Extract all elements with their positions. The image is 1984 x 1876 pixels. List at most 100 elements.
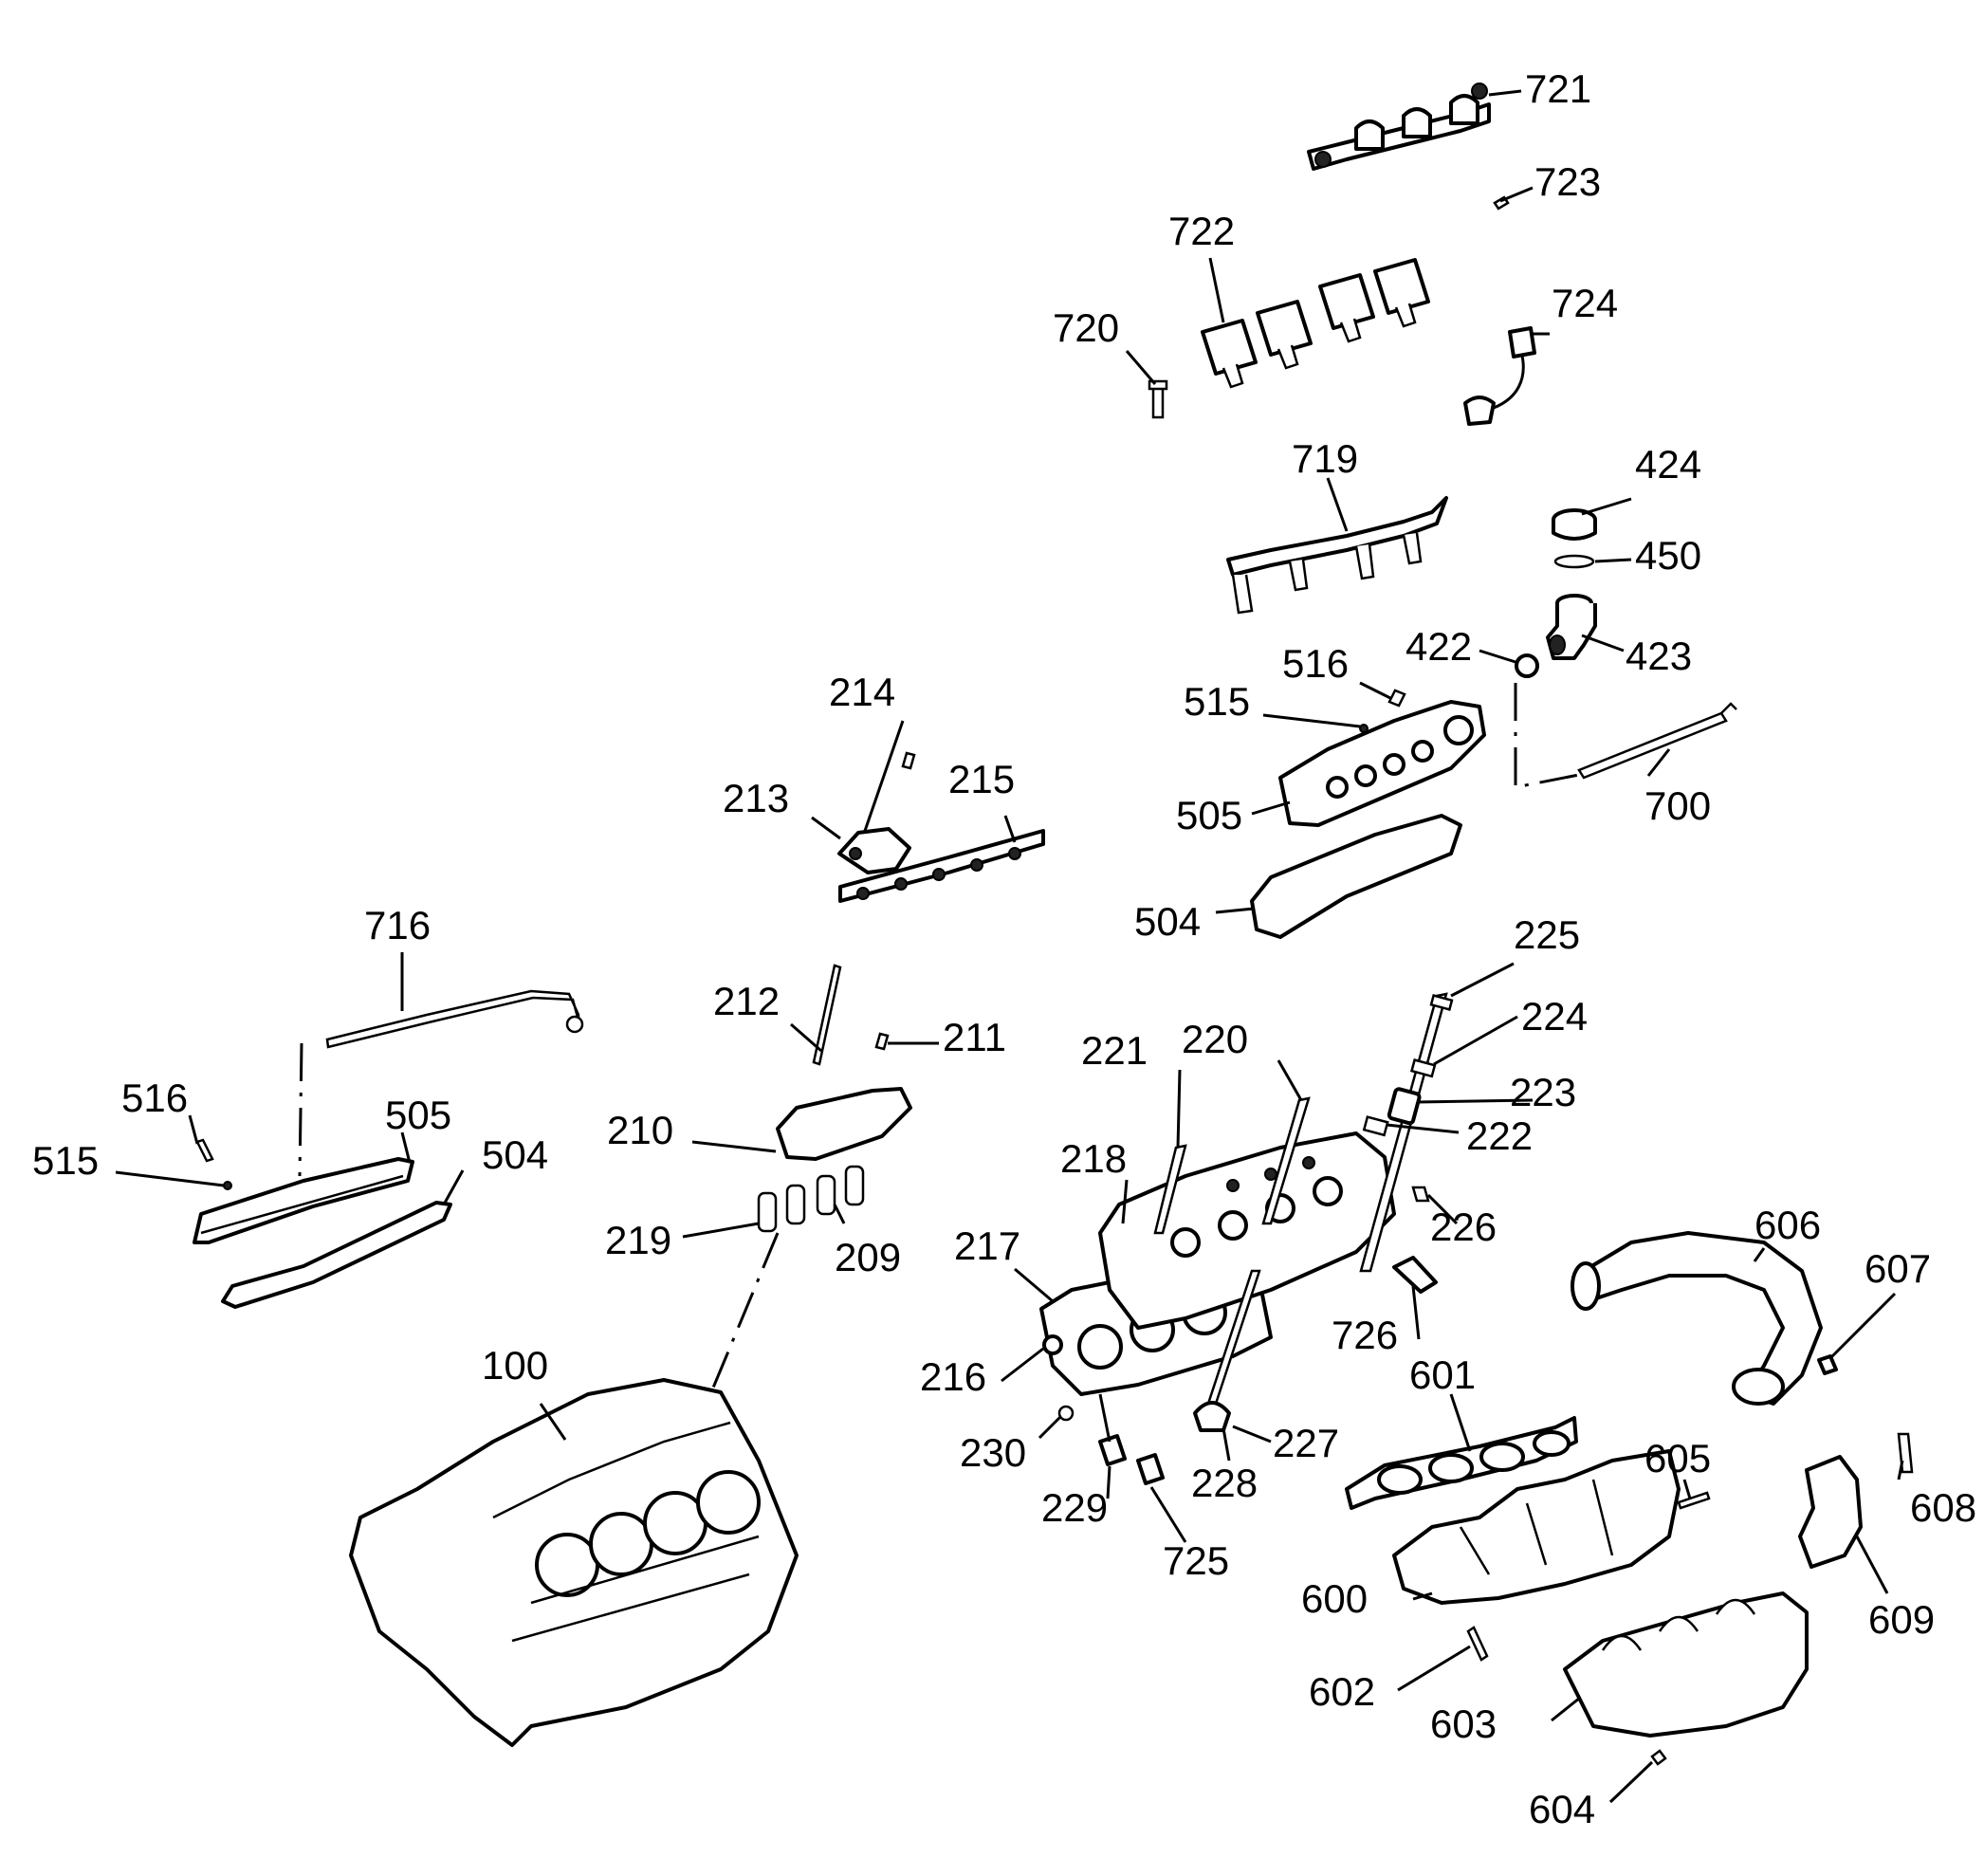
left-vent-tube-part: [298, 989, 584, 1177]
exhaust-manifold-part: [1392, 1449, 1681, 1605]
exhaust-pipe-part: [1571, 1231, 1823, 1406]
manifold-bolt-part: [1466, 1626, 1489, 1662]
sensor-lead-part: [1463, 326, 1536, 426]
callout-216: 216: [920, 1354, 986, 1399]
left-valve-cover-part: [193, 1157, 414, 1244]
callout-220: 220: [1182, 1017, 1248, 1061]
callout-221: 221: [1081, 1028, 1148, 1073]
temp-sensor-part: [1392, 1256, 1438, 1294]
oil-cap-seal-part: [1553, 554, 1595, 569]
callout-100: 100: [482, 1343, 548, 1388]
o-ring-part: [1515, 653, 1539, 678]
callout-226: 226: [1430, 1205, 1497, 1249]
alignment-line-left: [1098, 1393, 1111, 1443]
callout-225: 225: [1514, 912, 1580, 957]
bracket-bolt-part: [1148, 379, 1168, 419]
left-cover-washer-part: [223, 1181, 232, 1190]
callout-217: 217: [954, 1223, 1020, 1268]
rocker-support-part: [838, 829, 1045, 903]
exhaust-gasket-part: [1345, 1416, 1578, 1510]
callout-219: 219: [605, 1218, 671, 1262]
ignition-coil-harness-part: [1307, 83, 1491, 171]
right-cover-gasket-part: [1250, 814, 1462, 939]
callout-609: 609: [1868, 1597, 1935, 1642]
callout-604: 604: [1529, 1787, 1595, 1831]
vent-tube-part: [1514, 683, 1737, 789]
right-cover-bolt-part: [1387, 689, 1406, 708]
callout-722: 722: [1168, 209, 1235, 253]
callout-720: 720: [1053, 305, 1119, 350]
callout-516-left: 516: [121, 1076, 188, 1120]
callout-602: 602: [1309, 1669, 1375, 1714]
callout-721: 721: [1525, 66, 1591, 111]
head-plug-part: [1098, 1434, 1127, 1466]
callout-224: 224: [1521, 994, 1588, 1039]
callout-515-right: 515: [1184, 679, 1250, 724]
callout-212: 212: [713, 979, 780, 1023]
callout-607: 607: [1865, 1246, 1931, 1291]
guide-bolt-part: [874, 1032, 890, 1051]
callout-606: 606: [1754, 1203, 1821, 1247]
leader-lines: [115, 89, 1904, 1804]
callout-222: 222: [1466, 1113, 1533, 1158]
coil-bracket-part: [1226, 496, 1448, 615]
callout-227: 227: [1273, 1421, 1339, 1465]
oil-fill-tube-part: [1546, 594, 1597, 660]
callout-228: 228: [1191, 1461, 1258, 1505]
callout-726: 726: [1332, 1313, 1398, 1357]
callout-515-left: 515: [32, 1138, 99, 1183]
callout-209: 209: [835, 1235, 901, 1279]
callout-600: 600: [1301, 1576, 1368, 1621]
callout-230: 230: [960, 1430, 1026, 1475]
callout-229: 229: [1041, 1485, 1108, 1530]
callout-603: 603: [1430, 1701, 1497, 1746]
callout-724: 724: [1552, 281, 1618, 325]
right-valve-cover-part: [1278, 700, 1486, 827]
head-bolt-short-part: [1153, 1144, 1187, 1235]
callout-450: 450: [1635, 533, 1701, 578]
exhaust-nut-part: [1817, 1354, 1838, 1375]
exhaust-heat-shield-part: [1563, 1591, 1809, 1738]
plug-part: [1057, 1405, 1075, 1422]
dowel-ring-part: [1042, 1334, 1063, 1355]
callout-504-right: 504: [1134, 899, 1201, 944]
coolant-fitting-part: [1136, 1453, 1165, 1485]
callout-214: 214: [829, 670, 895, 714]
valves-part: [1193, 1269, 1261, 1432]
pushrod-part: [812, 964, 842, 1066]
callout-424: 424: [1635, 442, 1701, 487]
callout-608: 608: [1910, 1485, 1976, 1530]
left-cover-gasket-part: [221, 1201, 452, 1309]
callout-505-left: 505: [385, 1093, 451, 1137]
callout-213: 213: [723, 776, 789, 820]
manifold-stud-part: [1677, 1491, 1711, 1510]
callout-719: 719: [1292, 436, 1358, 481]
rocker-support-bolt-part: [901, 751, 916, 770]
lifter-guide-part: [776, 1087, 912, 1161]
callout-700: 700: [1644, 783, 1711, 828]
head-bolt-long-part: [1261, 1096, 1311, 1225]
ignition-coils-part: [1201, 258, 1430, 389]
callout-505-right: 505: [1176, 793, 1242, 837]
callout-210: 210: [607, 1108, 673, 1152]
left-cover-bolt-part: [195, 1138, 214, 1163]
callout-215: 215: [948, 757, 1015, 801]
callout-723: 723: [1534, 159, 1601, 204]
callout-211: 211: [943, 1015, 1006, 1059]
valve-stem-seal-part: [1411, 1186, 1430, 1203]
rocker-arm-part: [837, 827, 911, 874]
callout-504-left: 504: [482, 1132, 548, 1177]
callout-223: 223: [1510, 1070, 1576, 1114]
callout-218: 218: [1060, 1136, 1127, 1181]
callout-725: 725: [1163, 1538, 1229, 1583]
valve-spring-stack-part: [1359, 992, 1454, 1273]
callout-716: 716: [364, 903, 431, 947]
oil-fill-cap-part: [1552, 508, 1597, 541]
callout-601: 601: [1409, 1352, 1476, 1397]
valve-lifters-part: [757, 1165, 865, 1233]
engine-block-part: [349, 1378, 799, 1747]
callout-423: 423: [1626, 634, 1692, 678]
heat-shield-small-part: [1798, 1455, 1863, 1569]
callout-422: 422: [1405, 624, 1472, 669]
